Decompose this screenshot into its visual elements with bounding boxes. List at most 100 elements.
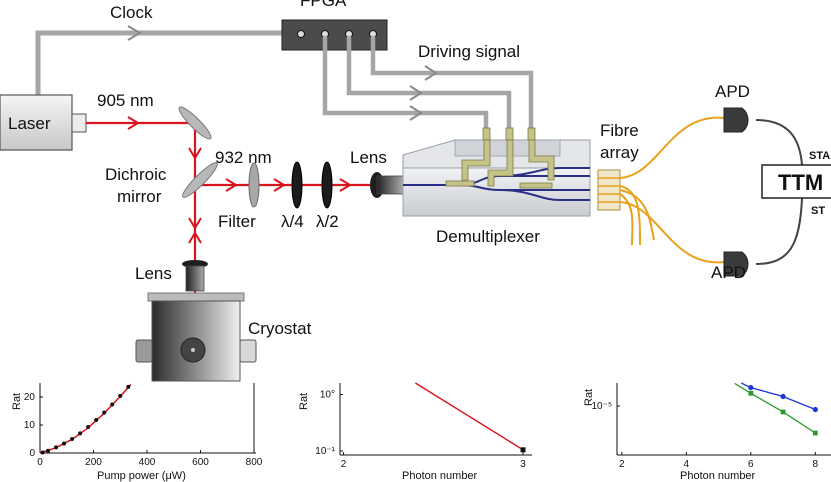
cryostat	[135, 292, 257, 382]
electrodes	[445, 127, 555, 189]
chart1-axes	[39, 383, 256, 454]
chart1-data-point	[102, 410, 107, 415]
laser-label: Laser	[8, 114, 51, 133]
laser	[0, 94, 87, 151]
start-label: STA	[809, 150, 830, 162]
clock-arrow	[127, 25, 142, 41]
beam-arrows	[127, 116, 352, 244]
chart1-data-point	[46, 448, 51, 453]
chart3-series-2-point	[748, 390, 754, 396]
quarter-wave-label: λ/4	[281, 212, 304, 231]
chart1-ytick-label: 0	[29, 448, 35, 459]
chart3-ticks: 2 4 6 8 10⁻⁵	[591, 401, 818, 470]
chart3-marks	[734, 382, 818, 436]
fibre-array	[597, 169, 621, 211]
chart3-series-1-point	[812, 406, 818, 413]
chart1-xtick-label: 800	[246, 457, 263, 468]
chart3-xlabel: Photon number	[680, 470, 756, 482]
chart2-ylabel: Rat	[298, 393, 310, 410]
driving-signal-label: Driving signal	[418, 42, 520, 61]
chart3-series-line-2	[734, 382, 816, 434]
chart1-ytick-label: 20	[24, 392, 36, 403]
chart1-data-point	[40, 450, 45, 455]
filter-label: Filter	[218, 212, 256, 231]
chart-pump-power: 0 200 400 600 800 0 10 20 Rat Pump power (μW)	[11, 383, 263, 482]
chart1-xtick-label: 400	[139, 457, 156, 468]
cryostat-label: Cryostat	[248, 319, 312, 338]
chart3-xtick-label: 8	[813, 459, 819, 470]
coupling-lens	[370, 172, 404, 198]
chart3-series-1-point	[780, 393, 786, 400]
clock-line	[35, 30, 282, 95]
chart2-xlabel: Photon number	[402, 470, 478, 482]
chart1-xtick-label: 200	[85, 457, 102, 468]
ttm-box	[761, 164, 831, 199]
chart2-xtick-label: 2	[341, 459, 347, 470]
fibre-label-1: Fibre	[600, 121, 639, 140]
half-wave-plate	[321, 161, 333, 209]
coupling-lens-label: Lens	[350, 148, 387, 167]
chart3-xtick-label: 4	[684, 459, 690, 470]
chart1-xlabel: Pump power (μW)	[97, 470, 186, 482]
chart1-data-point	[94, 417, 99, 422]
objective-lens	[182, 260, 208, 292]
chart1-ticks: 0 200 400 600 800 0 10 20	[24, 392, 263, 468]
chart3-ylabel: Rat	[583, 389, 595, 406]
chart1-data-point	[110, 402, 115, 407]
dichroic-mirror	[182, 162, 218, 198]
chart1-data-point	[126, 384, 131, 389]
chart3-ytick-label: 10⁻⁵	[591, 401, 612, 412]
chart1-data-point	[78, 431, 83, 436]
chart3-xtick-label: 2	[619, 459, 625, 470]
chart1-data-point	[118, 393, 123, 398]
chart1-marks	[39, 383, 132, 455]
fpga-port-1	[297, 30, 305, 38]
chart1-data-point	[86, 424, 91, 429]
apd-bottom-label: APD	[711, 263, 746, 282]
chart3-series-line-1	[740, 382, 816, 411]
clock-label: Clock	[110, 3, 153, 22]
dichroic-label-2: mirror	[117, 187, 162, 206]
fpga-label: FPGA	[300, 0, 347, 10]
fibre-label-2: array	[600, 143, 639, 162]
apd-top-label: APD	[715, 82, 750, 101]
demultiplexer	[402, 127, 591, 217]
half-wave-label: λ/2	[316, 212, 339, 231]
dichroic-label-1: Dichroic	[105, 165, 167, 184]
chart3-series-1-point	[748, 384, 754, 391]
chart2-data-point	[520, 447, 526, 453]
quarter-wave-plate	[291, 161, 303, 209]
chart1-xtick-label: 0	[37, 457, 43, 468]
chart1-data-point	[62, 441, 67, 446]
chart2-series-line	[414, 382, 524, 451]
apd-cables	[755, 119, 803, 265]
ttm-label: TTM	[778, 170, 823, 195]
chart1-ylabel: Rat	[11, 393, 23, 410]
chart2-marks	[414, 382, 526, 453]
objective-lens-label: Lens	[135, 264, 172, 283]
chart2-ytick-label: 10⁻¹	[315, 446, 335, 457]
fpga	[281, 19, 388, 51]
signal-arrows	[409, 65, 438, 121]
chart3-series-2-point	[812, 430, 818, 436]
chart1-data-point	[70, 437, 75, 441]
chart1-xtick-label: 600	[192, 457, 209, 468]
chart1-data-point	[54, 445, 59, 450]
chart3-xtick-label: 6	[748, 459, 754, 470]
apd-top	[723, 107, 749, 133]
driving-signal-lines	[322, 36, 534, 128]
chart-photon-number-2: 2 4 6 8 10⁻⁵ Rat Photon number	[583, 382, 831, 482]
stop-label: ST	[811, 205, 825, 217]
apd-bottom	[723, 251, 749, 277]
chart1-fit-line	[39, 383, 132, 454]
wavelength-932-label: 932 nm	[215, 148, 272, 167]
fold-mirror	[178, 106, 212, 140]
demultiplexer-label: Demultiplexer	[436, 227, 540, 246]
chart3-series-2-point	[780, 409, 786, 415]
chart2-xtick-label: 3	[520, 459, 526, 470]
wavelength-905-label: 905 nm	[97, 91, 154, 110]
chart1-ytick-label: 10	[24, 420, 36, 431]
